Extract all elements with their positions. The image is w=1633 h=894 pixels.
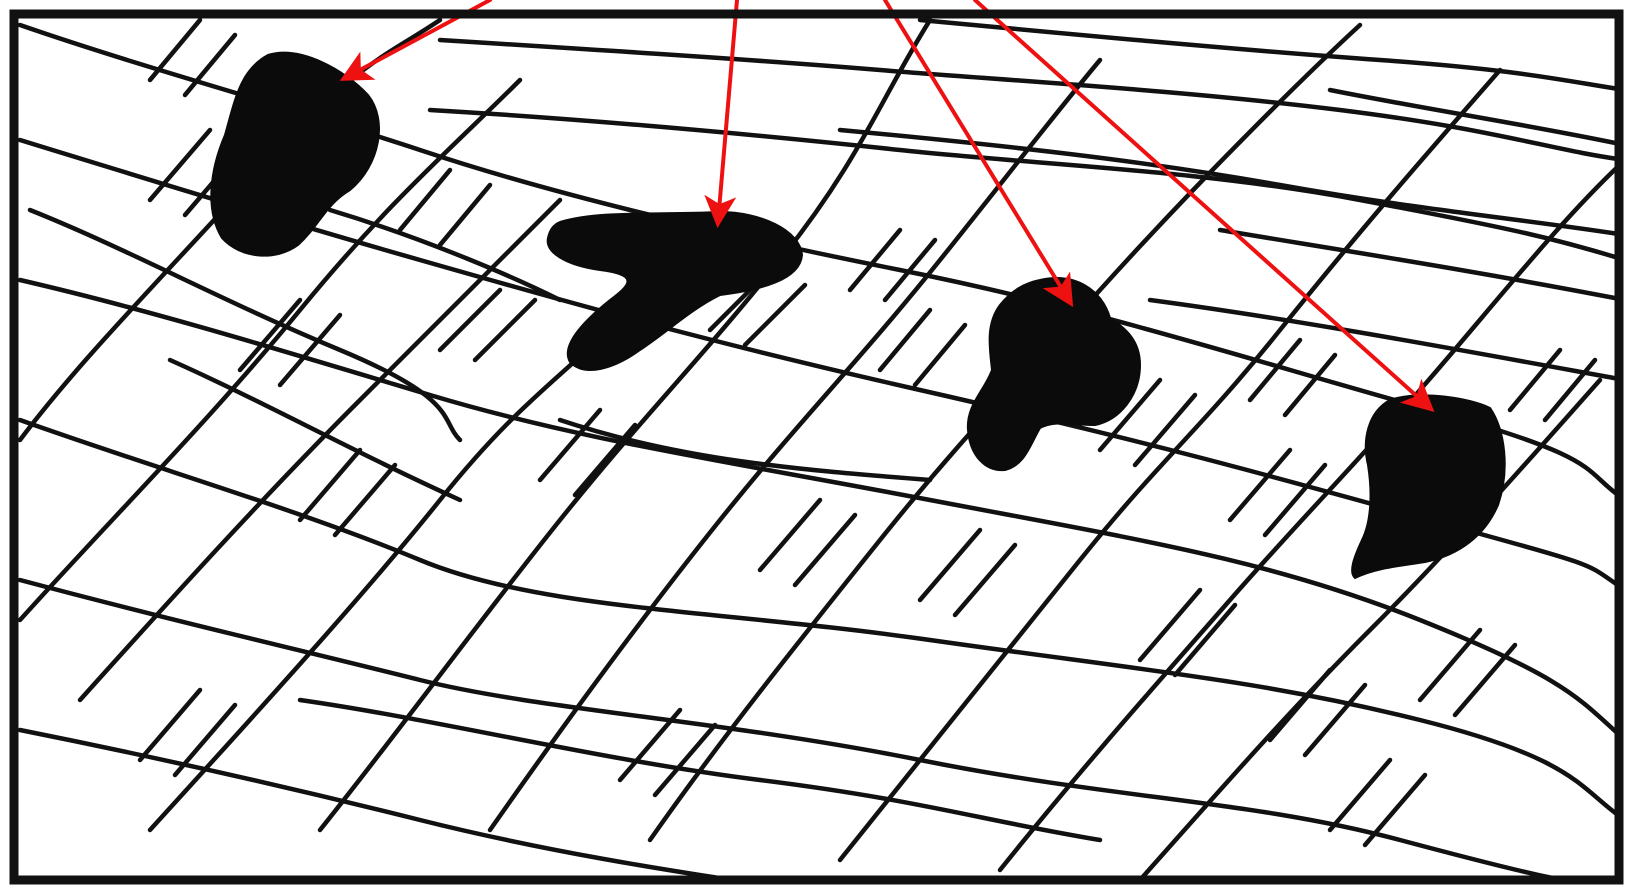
- illustration: [0, 0, 1633, 894]
- brick-pattern-diagram: [0, 0, 1633, 894]
